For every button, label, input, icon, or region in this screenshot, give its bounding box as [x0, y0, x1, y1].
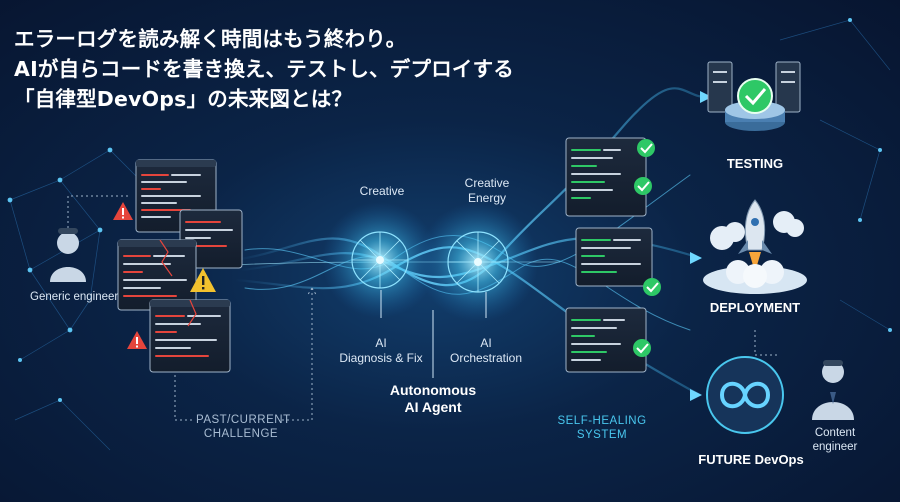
code-window — [565, 307, 647, 373]
rocket-icon — [703, 199, 807, 294]
future-devops-label: FUTURE DevOps — [698, 452, 804, 467]
warning-icon — [113, 202, 133, 220]
challenge-line-1: PAST/CURRENT — [196, 414, 291, 426]
testing-label: TESTING — [726, 156, 784, 171]
creative-energy-label: Creative Energy — [452, 176, 522, 206]
check-icon — [634, 177, 652, 195]
ai-diagnosis-line-1: AI — [375, 336, 387, 350]
testing-icon — [707, 61, 801, 131]
self-healing-line-2: SYSTEM — [576, 429, 628, 441]
ai-orchestration-line-2: Orchestration — [449, 351, 523, 365]
content-engineer-icon — [812, 360, 854, 420]
code-window — [575, 227, 653, 287]
deployment-label: DEPLOYMENT — [709, 300, 801, 315]
arrow-heads — [690, 91, 712, 401]
self-healing-label: SELF-HEALING SYSTEM — [554, 414, 650, 442]
check-icon — [637, 139, 655, 157]
warning-icon — [127, 331, 147, 349]
ai-diagnosis-label: AI Diagnosis & Fix — [336, 336, 426, 366]
self-healing-line-1: SELF-HEALING — [557, 415, 647, 427]
infinity-loop-icon — [706, 356, 784, 434]
creative-energy-line-1: Creative — [464, 176, 510, 190]
autonomous-agent-line-2: AI Agent — [404, 399, 462, 415]
ai-diagnosis-sphere — [322, 202, 438, 318]
code-window — [565, 137, 647, 217]
ai-orchestration-sphere — [418, 202, 538, 322]
warning-icon — [190, 268, 216, 292]
generic-engineer-text: Generic engineer — [30, 291, 119, 303]
ai-orchestration-line-1: AI — [480, 336, 492, 350]
content-engineer-label: Content engineer — [800, 426, 870, 454]
callout-lines — [380, 290, 487, 378]
dotted-connectors — [67, 195, 780, 421]
creative-label: Creative — [359, 184, 405, 198]
challenge-line-2: CHALLENGE — [203, 428, 279, 440]
check-icon — [643, 278, 661, 296]
headline-line-1: エラーログを読み解く時間はもう終わり。 — [14, 27, 407, 51]
content-engineer-line-2: engineer — [812, 441, 858, 453]
headline-line-3: 「自律型DevOps」の未来図とは？ — [14, 87, 353, 111]
network-nodes — [7, 18, 892, 402]
autonomous-agent-line-1: Autonomous — [389, 382, 477, 398]
ai-diagnosis-line-2: Diagnosis & Fix — [339, 351, 423, 365]
check-icon — [633, 339, 651, 357]
challenge-label: PAST/CURRENT CHALLENGE — [196, 413, 291, 441]
ai-orchestration-label: AI Orchestration — [440, 336, 532, 366]
content-engineer-line-1: Content — [814, 427, 856, 439]
autonomous-agent-label: Autonomous AI Agent — [378, 382, 488, 416]
error-window — [117, 239, 197, 311]
crack-lines — [159, 239, 197, 327]
generic-engineer-icon — [50, 228, 86, 282]
error-window — [149, 299, 231, 373]
generic-engineer-label: Generic engineer — [30, 290, 119, 304]
headline: エラーログを読み解く時間はもう終わり。 AIが自らコードを書き換え、テストし、デ… — [14, 24, 514, 114]
creative-energy-line-2: Energy — [467, 191, 507, 205]
headline-line-2: AIが自らコードを書き換え、テストし、デプロイする — [14, 57, 514, 81]
